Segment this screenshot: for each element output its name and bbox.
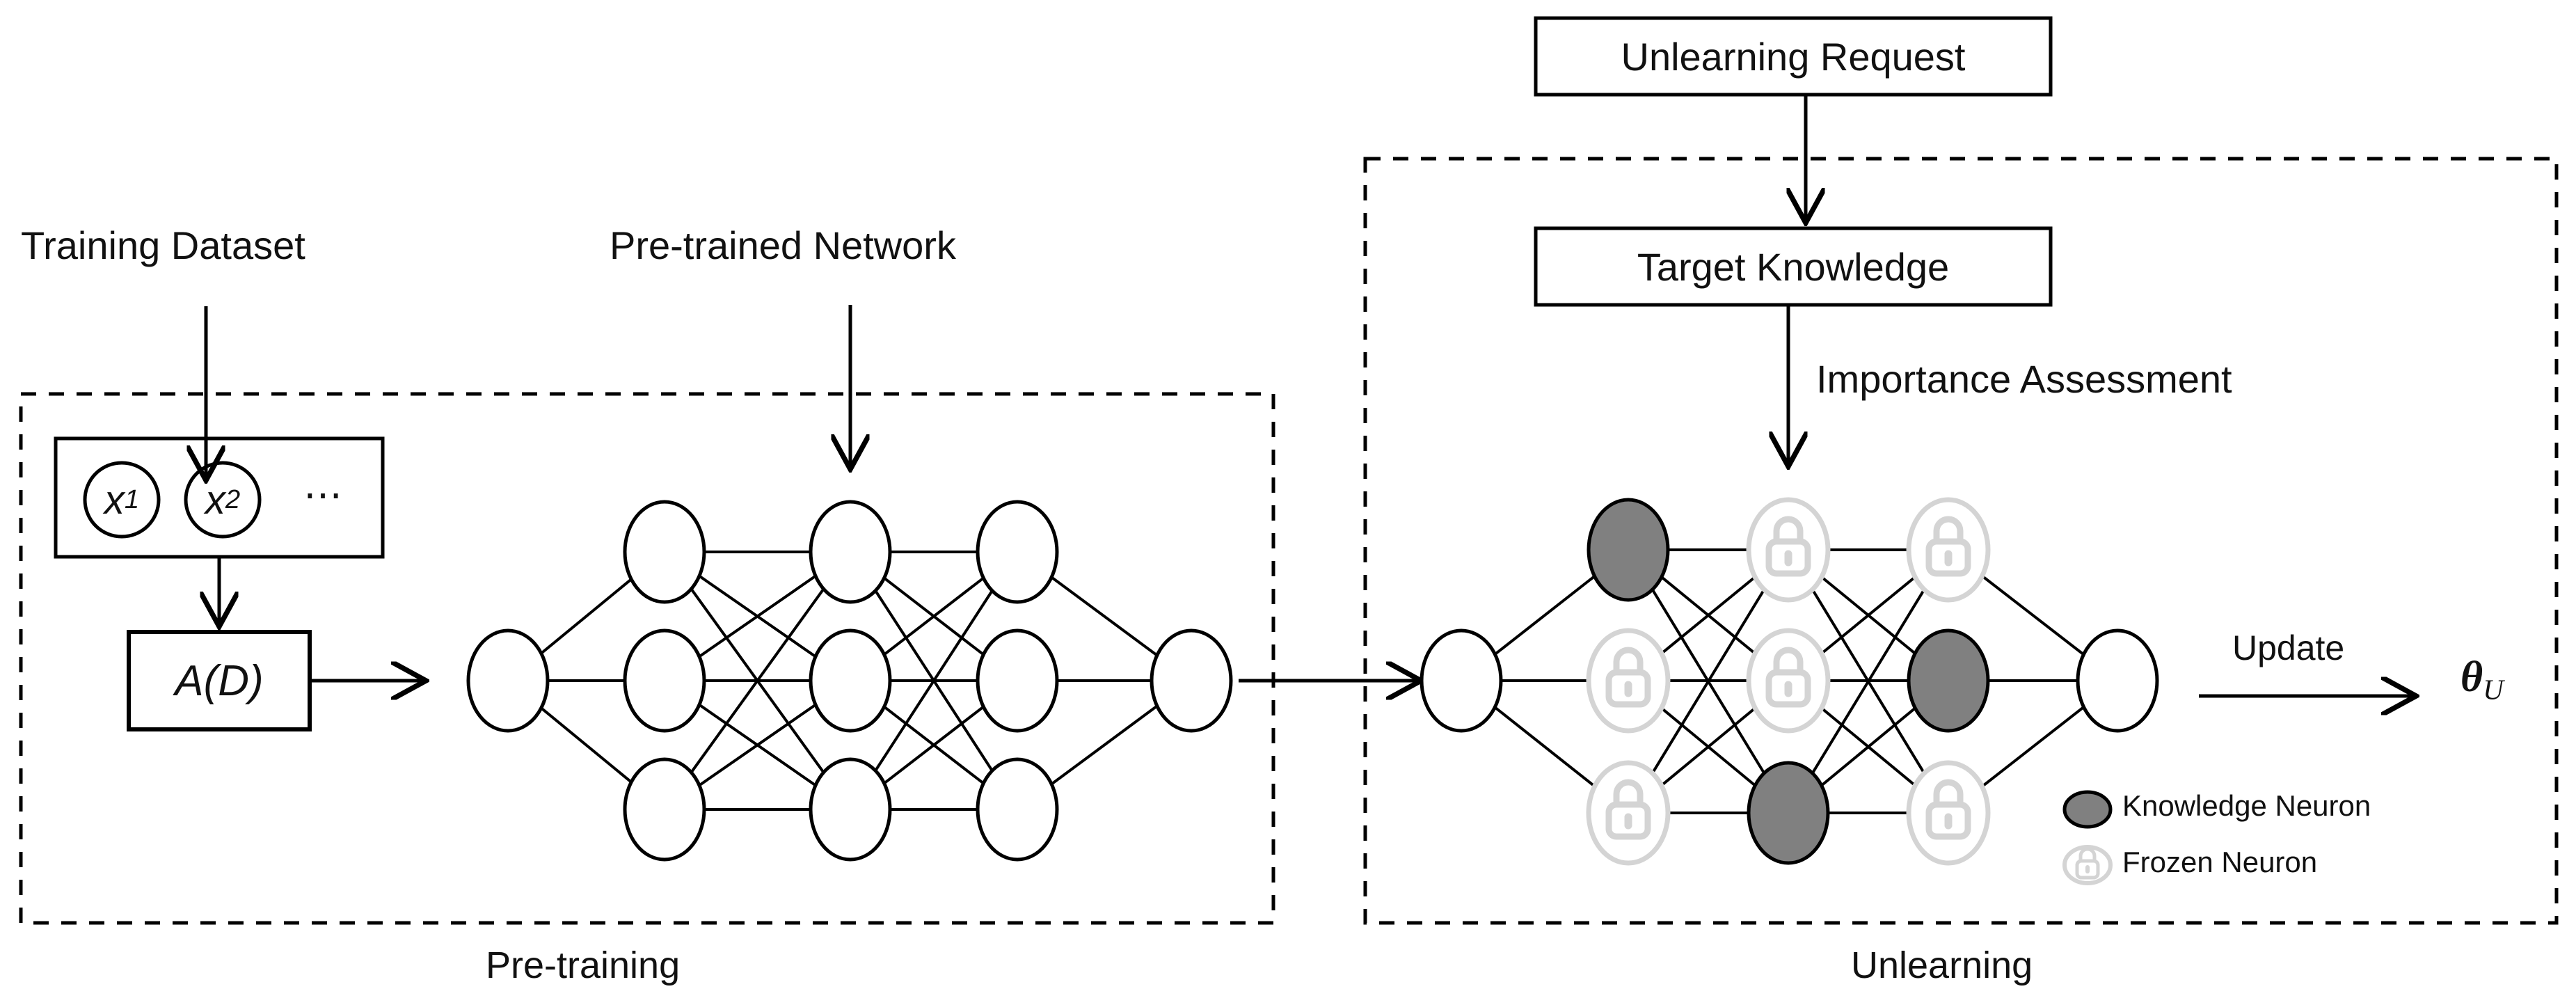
update-label: Update (2232, 628, 2345, 667)
frozen-neuron-l3-3 (1906, 760, 1991, 866)
pretrain-neuron-h2-2 (809, 628, 892, 733)
legend-label-knowledge: Knowledge Neuron (2122, 789, 2371, 822)
dataset-sample-x1 (83, 461, 161, 539)
x2-subscript: 2 (225, 484, 241, 514)
theta-u-output: θU (2460, 653, 2504, 706)
lock-icon (1925, 516, 1971, 577)
target-knowledge-box (1534, 226, 2053, 307)
pretraining-caption: Pre-training (486, 944, 681, 986)
target-knowledge-label: Target Knowledge (1637, 244, 1950, 289)
pretrain-neuron-h2-3 (809, 757, 892, 862)
pretrain-network-neurons (466, 500, 1233, 862)
frozen-neuron-swatch (2062, 845, 2113, 885)
unlearning-panel-border (1363, 157, 2559, 925)
knowledge-neuron-l2-3 (1747, 761, 1830, 865)
algorithm-label: A(D) (175, 656, 264, 705)
knowledge-neuron-swatch (2062, 790, 2113, 829)
unlearning-request-label: Unlearning Request (1621, 34, 1966, 79)
pretrain-neuron-h1-1 (623, 500, 706, 604)
unlearn-neuron-input-1 (1420, 628, 1503, 733)
lock-icon (1765, 516, 1811, 577)
knowledge-neuron-l3-2 (1907, 628, 1990, 733)
algorithm-box (127, 630, 312, 731)
pretrain-neuron-h1-2 (623, 628, 706, 733)
unlearning-caption: Unlearning (1851, 944, 2033, 986)
theta-subscript: U (2483, 674, 2504, 706)
pretrained-network-label: Pre-trained Network (610, 223, 956, 267)
legend-group (2062, 790, 2113, 885)
x1-subscript: 1 (124, 484, 140, 514)
pretrain-neuron-input-1 (466, 628, 550, 733)
knowledge-neuron-l1-1 (1587, 498, 1670, 602)
pretrain-neuron-h2-1 (809, 500, 892, 604)
lock-icon (1605, 779, 1651, 840)
unlearn-neuron-output-1 (2076, 628, 2159, 733)
x1-base: x (104, 477, 125, 523)
frozen-neuron-l2-1 (1746, 497, 1831, 603)
unlearn-frozen-neurons (1586, 497, 1991, 866)
lock-icon (1605, 647, 1651, 708)
lock-icon (2075, 847, 2100, 880)
training-dataset-label: Training Dataset (21, 223, 305, 267)
pretrain-neuron-h3-3 (976, 757, 1059, 862)
unlearning-request-box (1534, 16, 2053, 97)
pretrain-neuron-h3-2 (976, 628, 1059, 733)
pretraining-panel-border (19, 392, 1275, 925)
frozen-neuron-l1-3 (1586, 760, 1671, 866)
pretrain-neuron-h3-1 (976, 500, 1059, 604)
importance-assessment-label: Importance Assessment (1816, 357, 2232, 401)
frozen-neuron-l1-2 (1586, 628, 1671, 734)
dataset-ellipsis: ⋯ (303, 473, 344, 516)
lock-icon (1925, 779, 1971, 840)
unlearn-network-neurons (1420, 498, 2159, 865)
lock-icon (1765, 647, 1811, 708)
frozen-neuron-l2-2 (1746, 628, 1831, 734)
theta-symbol: θ (2460, 654, 2483, 701)
x2-base: x (205, 477, 225, 523)
legend-label-frozen: Frozen Neuron (2122, 846, 2318, 878)
pretrain-neuron-h1-3 (623, 757, 706, 862)
frozen-neuron-l3-1 (1906, 497, 1991, 603)
pretrain-neuron-output-1 (1150, 628, 1233, 733)
